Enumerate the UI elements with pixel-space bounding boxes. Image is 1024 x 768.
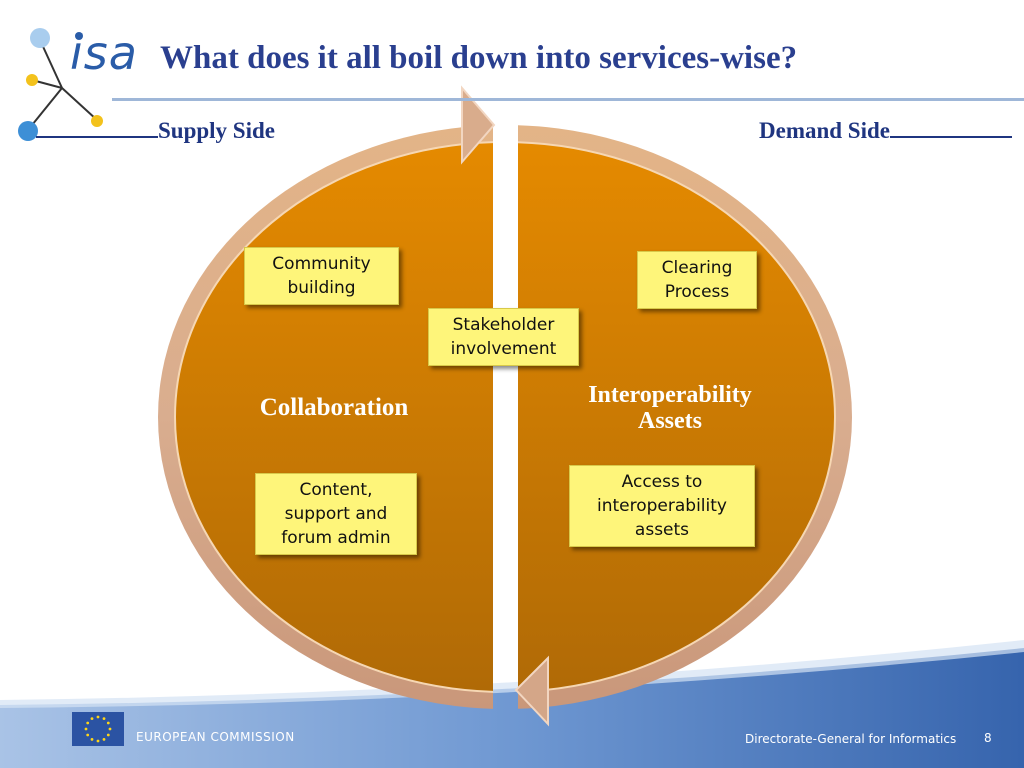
box-line: assets	[634, 520, 690, 540]
interoperability-line: Interoperability	[588, 382, 752, 408]
box-line: Stakeholder	[452, 315, 555, 335]
footer-directorate: Directorate-General for Informatics	[745, 732, 957, 746]
box-line: support and	[284, 504, 388, 524]
box-line: Content,	[299, 480, 373, 500]
box-line: Process	[664, 282, 730, 302]
footer-band-highlight	[0, 640, 1024, 708]
slide-title: What does it all boil down into services…	[160, 40, 798, 76]
stakeholder-involvement-box: Stakeholder involvement	[428, 308, 579, 366]
page-number: 8	[984, 731, 992, 745]
assets-line: Assets	[638, 408, 702, 434]
box-line: interoperability	[597, 496, 727, 516]
community-building-box: Community building	[244, 247, 399, 305]
isa-logo	[18, 28, 103, 141]
top-arrowhead	[461, 85, 496, 165]
interoperability-assets-title: Interoperability Assets	[550, 382, 790, 434]
box-line: building	[287, 278, 356, 298]
access-assets-box: Access to interoperability assets	[569, 465, 755, 547]
footer-band	[0, 648, 1024, 768]
box-line: Access to	[621, 472, 703, 492]
demand-side-text: Demand Side	[759, 118, 890, 143]
box-line: Clearing	[661, 258, 733, 278]
isa-logo-text: isa	[70, 26, 138, 80]
title-divider	[112, 98, 1024, 101]
box-line: Community	[272, 254, 371, 274]
supply-underline	[36, 118, 158, 138]
content-support-box: Content, support and forum admin	[255, 473, 417, 555]
collaboration-title: Collaboration	[259, 394, 409, 421]
footer-european-commission: EUROPEAN COMMISSION	[136, 730, 295, 744]
demand-side-label: Demand Side	[759, 118, 1012, 144]
box-line: forum admin	[281, 528, 391, 548]
supply-side-label: Supply Side	[36, 118, 275, 144]
eu-flag	[72, 712, 124, 746]
supply-side-text: Supply Side	[158, 118, 275, 143]
demand-underline	[890, 118, 1012, 138]
box-line: involvement	[450, 339, 557, 359]
bottom-arrowhead	[514, 655, 549, 727]
